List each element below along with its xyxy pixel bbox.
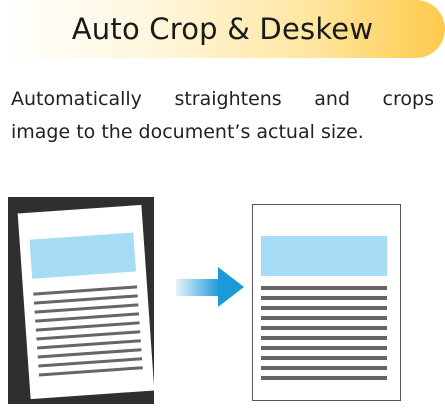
description-line-2: image to the document’s actual size. [11, 121, 364, 143]
straightened-document-icon [252, 204, 401, 401]
page-title: Auto Crop & Deskew [71, 12, 374, 46]
cropped-text-lines [261, 286, 387, 380]
skewed-text-lines [33, 285, 143, 377]
right-arrow-icon [176, 267, 244, 307]
description: Automatically straightens and crops imag… [11, 83, 434, 149]
title-banner [0, 0, 445, 58]
skewed-document-icon [8, 197, 155, 404]
cropped-highlight-block [261, 236, 387, 276]
skewed-highlight-block [29, 232, 136, 279]
cropped-page [252, 204, 401, 401]
description-line-1: Automatically straightens and crops [11, 88, 434, 110]
